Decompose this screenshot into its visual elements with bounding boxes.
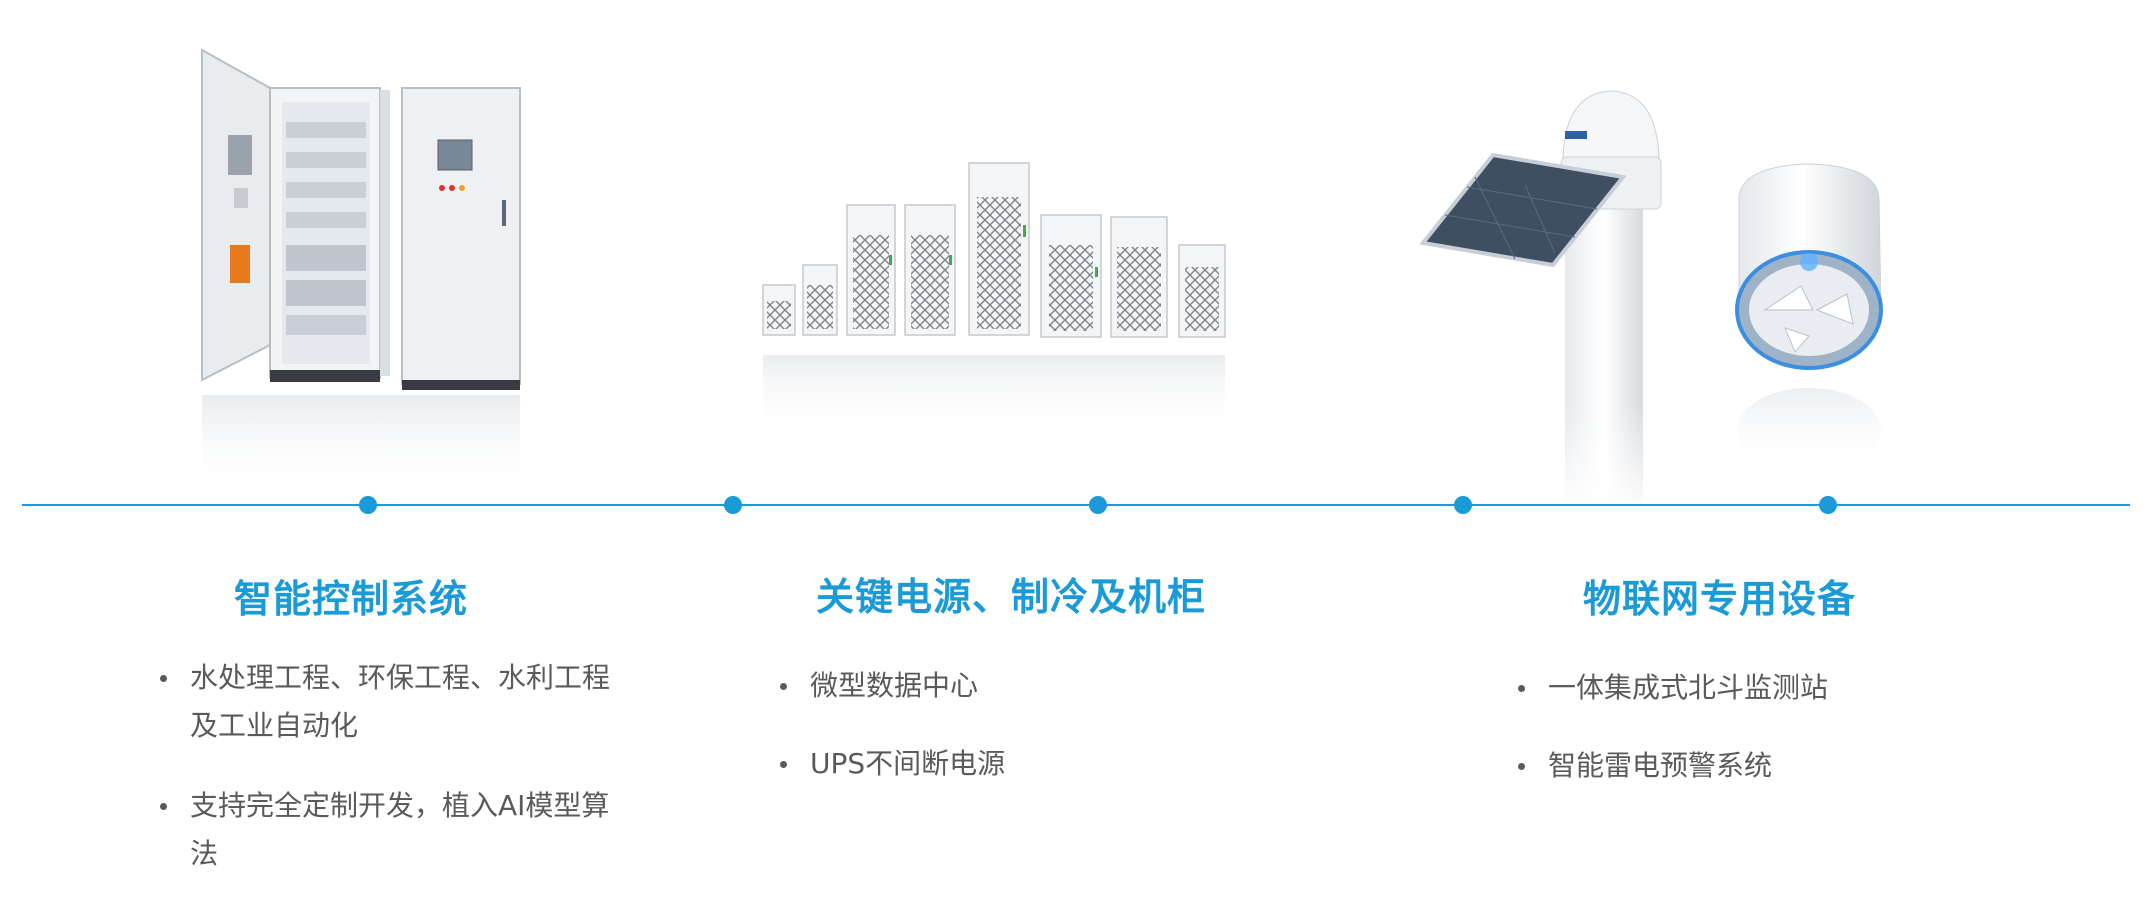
bullet-list-smart-control: 水处理工程、环保工程、水利工程及工业自动化 支持完全定制开发，植入AI模型算法 (160, 654, 610, 878)
list-item: 微型数据中心 (780, 662, 1200, 710)
timeline-dot (1089, 496, 1107, 514)
timeline-dot (724, 496, 742, 514)
section-title-smart-control: 智能控制系统 (234, 577, 469, 621)
control-cabinet-image (201, 48, 521, 495)
list-item: 支持完全定制开发，植入AI模型算法 (160, 782, 610, 878)
list-item: 一体集成式北斗监测站 (1518, 664, 1958, 712)
list-item: 水处理工程、环保工程、水利工程及工业自动化 (160, 654, 610, 750)
lightning-sensor-image (1735, 163, 1883, 472)
section-title-power-cooling: 关键电源、制冷及机柜 (816, 575, 1207, 619)
beidou-station-image (1419, 90, 1662, 505)
section-title-iot-devices: 物联网专用设备 (1583, 577, 1857, 621)
timeline-dot (1819, 496, 1837, 514)
bullet-list-power-cooling: 微型数据中心 UPS不间断电源 (780, 662, 1200, 788)
timeline-line (22, 504, 2130, 506)
timeline-dot (359, 496, 377, 514)
list-item: 智能雷电预警系统 (1518, 742, 1958, 790)
bullet-list-iot-devices: 一体集成式北斗监测站 智能雷电预警系统 (1518, 664, 1958, 790)
list-item: UPS不间断电源 (780, 740, 1200, 788)
timeline-dot (1454, 496, 1472, 514)
ups-product-line-image (762, 162, 1226, 435)
